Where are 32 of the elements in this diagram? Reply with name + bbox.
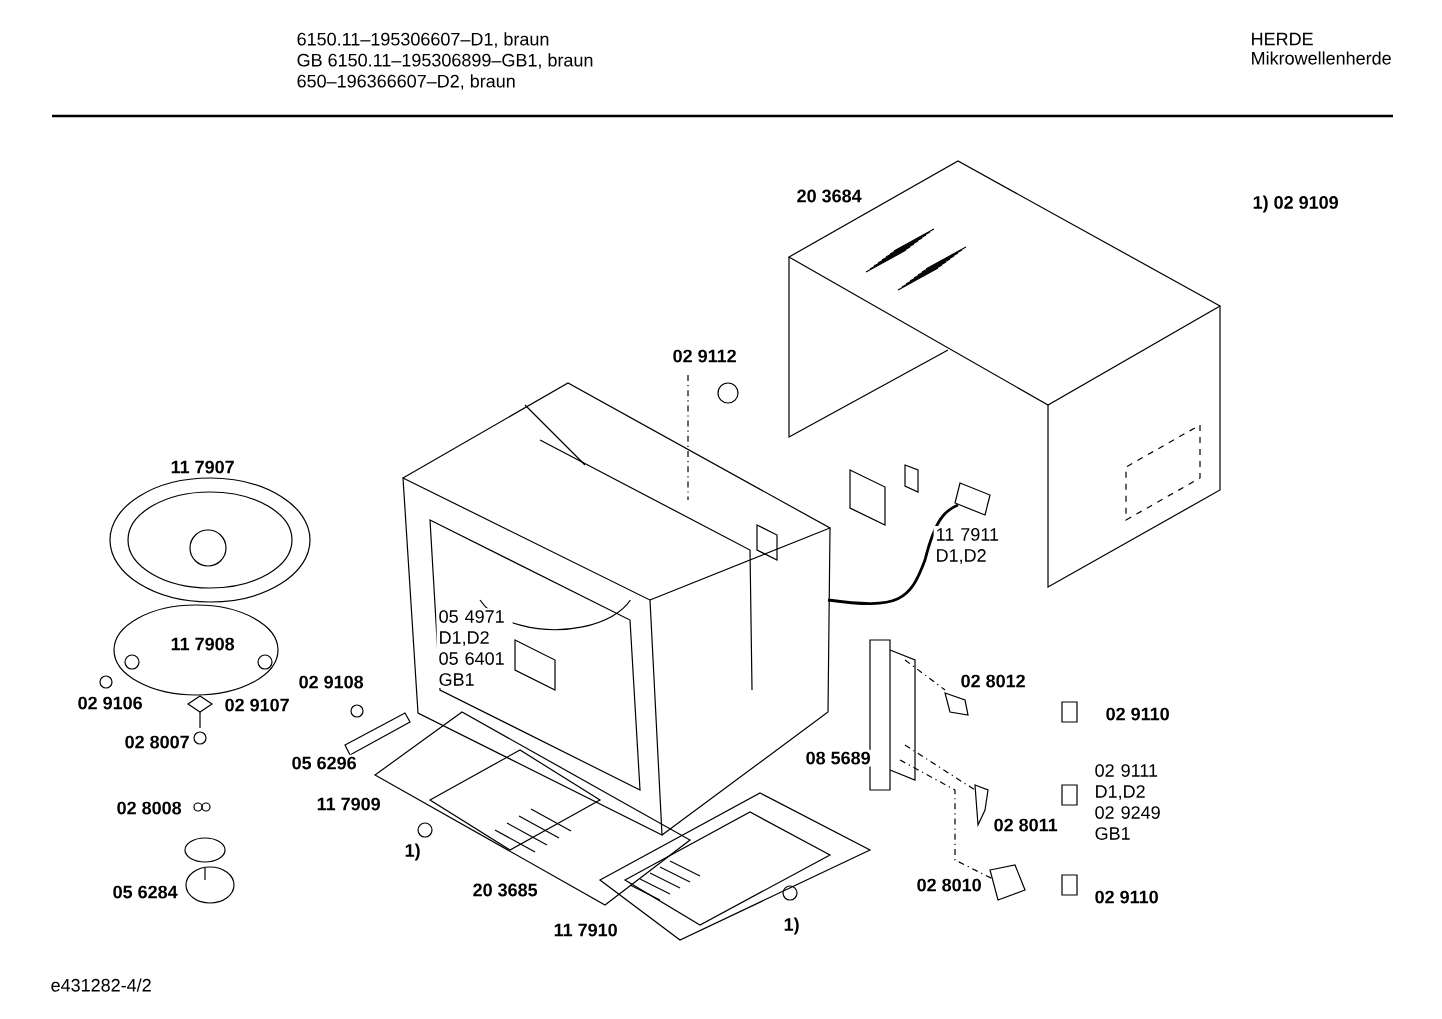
header-text: HERDE bbox=[1248, 30, 1316, 48]
part-number: 05 4971 D1,D2 05 6401 GB1 bbox=[436, 608, 513, 688]
part-number: 02 9112 bbox=[670, 347, 739, 365]
part-number: 08 5689 bbox=[803, 749, 873, 767]
part-number: 02 8012 bbox=[958, 672, 1028, 690]
part-number: 02 9110 bbox=[1103, 705, 1172, 723]
header-text: GB 6150.11–195306899–GB1, braun bbox=[294, 51, 596, 71]
header-text: 650–196366607–D2, braun bbox=[294, 72, 518, 92]
part-number: 02 8010 bbox=[914, 876, 984, 894]
part-number: 11 7910 bbox=[551, 921, 620, 939]
part-number: 11 7908 bbox=[168, 635, 237, 653]
footnote-mark: 1) bbox=[781, 915, 802, 937]
part-number: 02 9111 D1,D2 02 9249 GB1 bbox=[1092, 762, 1169, 842]
part-number: 20 3684 bbox=[794, 187, 864, 205]
part-number: 02 9110 bbox=[1092, 888, 1161, 906]
part-number: 11 7909 bbox=[314, 795, 383, 813]
part-number: 02 9108 bbox=[296, 673, 366, 691]
part-number: 11 7907 bbox=[168, 458, 237, 476]
footnote-mark: 1) bbox=[402, 841, 423, 863]
part-number: 02 9107 bbox=[222, 696, 292, 714]
part-number: 11 7911 D1,D2 bbox=[933, 526, 1010, 566]
part-number: 02 8008 bbox=[114, 799, 184, 817]
part-number: 02 8007 bbox=[122, 733, 192, 751]
drawing-number: e431282-4/2 bbox=[48, 976, 154, 994]
footnote-part-number: 1) 02 9109 bbox=[1250, 193, 1341, 215]
part-number: 05 6296 bbox=[289, 754, 359, 772]
header-text: 6150.11–195306607–D1, braun bbox=[294, 30, 552, 50]
part-number: 20 3685 bbox=[470, 881, 540, 899]
part-number: 02 8011 bbox=[991, 816, 1060, 834]
part-number: 02 9106 bbox=[75, 694, 145, 712]
part-number: 05 6284 bbox=[110, 883, 180, 901]
header-text: Mikrowellenherde bbox=[1248, 49, 1394, 67]
